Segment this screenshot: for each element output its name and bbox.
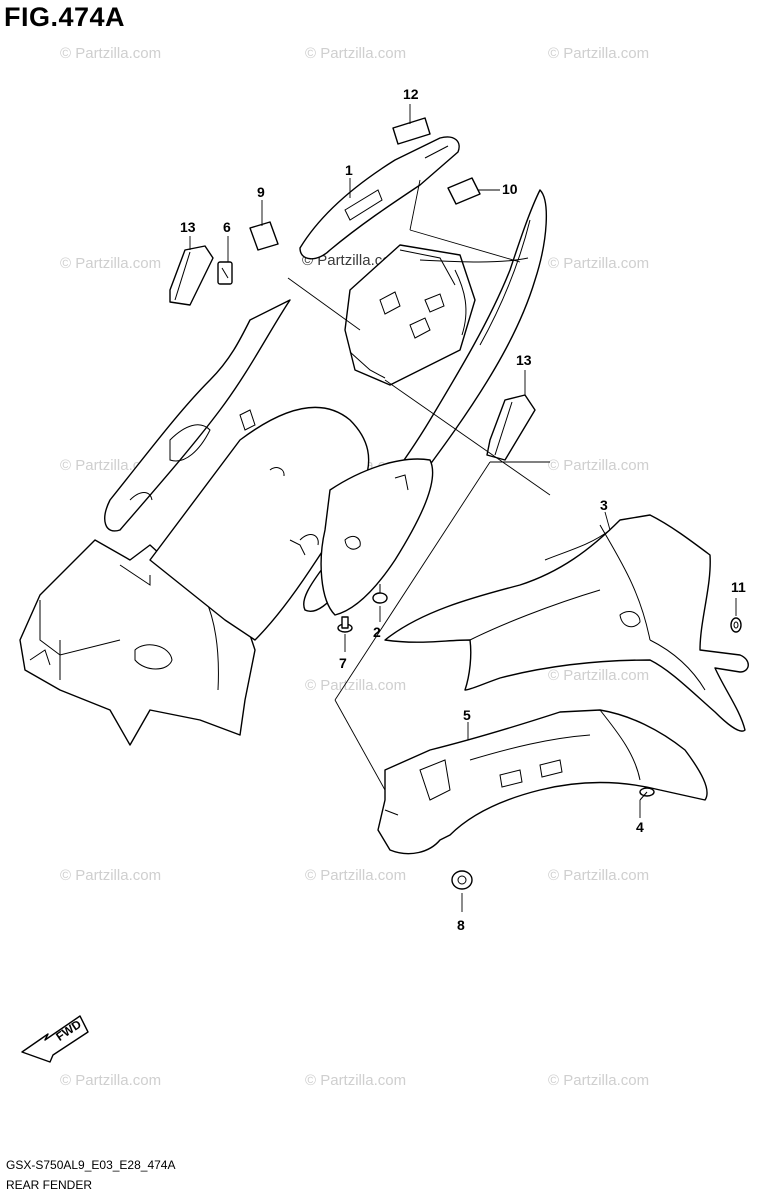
callout-10: 10 (502, 181, 518, 197)
part-6-clip (217, 261, 233, 285)
callout-13-right: 13 (516, 352, 532, 368)
part-12-pad (392, 117, 431, 145)
callout-6: 6 (223, 219, 231, 235)
callouts: 12 1 9 6 13 10 13 3 11 2 7 5 4 8 (180, 86, 746, 933)
watermark: © Partzilla.com (548, 667, 649, 684)
watermark: © Partzilla.com (60, 1072, 161, 1089)
callout-8: 8 (457, 917, 465, 933)
callout-11: 11 (731, 579, 746, 595)
fwd-arrow-icon: FWD (21, 1015, 89, 1063)
figure-title: FIG.474A (4, 2, 126, 32)
watermark: © Partzilla.com (60, 255, 161, 272)
ecu-bracket (344, 244, 476, 386)
part-11-washer (730, 617, 742, 633)
callout-13-left: 13 (180, 219, 196, 235)
part-13-pad-right (486, 394, 536, 461)
part-2-bolt (372, 584, 388, 604)
callout-1: 1 (345, 162, 353, 178)
watermark: © Partzilla.com (60, 867, 161, 884)
watermark: © Partzilla.com (548, 457, 649, 474)
part-10-pad (447, 177, 481, 205)
watermark: © Partzilla.com (305, 677, 406, 694)
callout-7: 7 (339, 655, 347, 671)
watermark: © Partzilla.com (548, 1072, 649, 1089)
part-5-lower-fender (377, 709, 708, 855)
part-9-pad (249, 221, 279, 251)
callout-9: 9 (257, 184, 265, 200)
watermark: © Partzilla.com (305, 45, 406, 62)
leader-lines (189, 104, 737, 912)
callout-5: 5 (463, 707, 471, 723)
callout-4: 4 (636, 819, 644, 835)
inner-rear-fender (19, 299, 434, 746)
callout-12: 12 (403, 86, 419, 102)
watermark: © Partzilla.com (305, 867, 406, 884)
part-1-cover (299, 136, 460, 260)
part-4-screw (639, 787, 655, 801)
watermark: © Partzilla.com (548, 867, 649, 884)
part-8-nut (451, 870, 473, 890)
figure-name: REAR FENDER (6, 1178, 93, 1192)
part-3-tail-cover (384, 514, 749, 732)
watermark: © Partzilla.com (305, 1072, 406, 1089)
figure-code: GSX-S750AL9_E03_E28_474A (6, 1158, 176, 1172)
callout-3: 3 (600, 497, 608, 513)
part-7-rivet (337, 616, 353, 633)
watermark: © Partzilla.com (548, 255, 649, 272)
part-13-pad-left (169, 245, 214, 306)
watermark: © Partzilla.com (60, 45, 161, 62)
callout-2: 2 (373, 624, 381, 640)
watermark: © Partzilla.com (548, 45, 649, 62)
